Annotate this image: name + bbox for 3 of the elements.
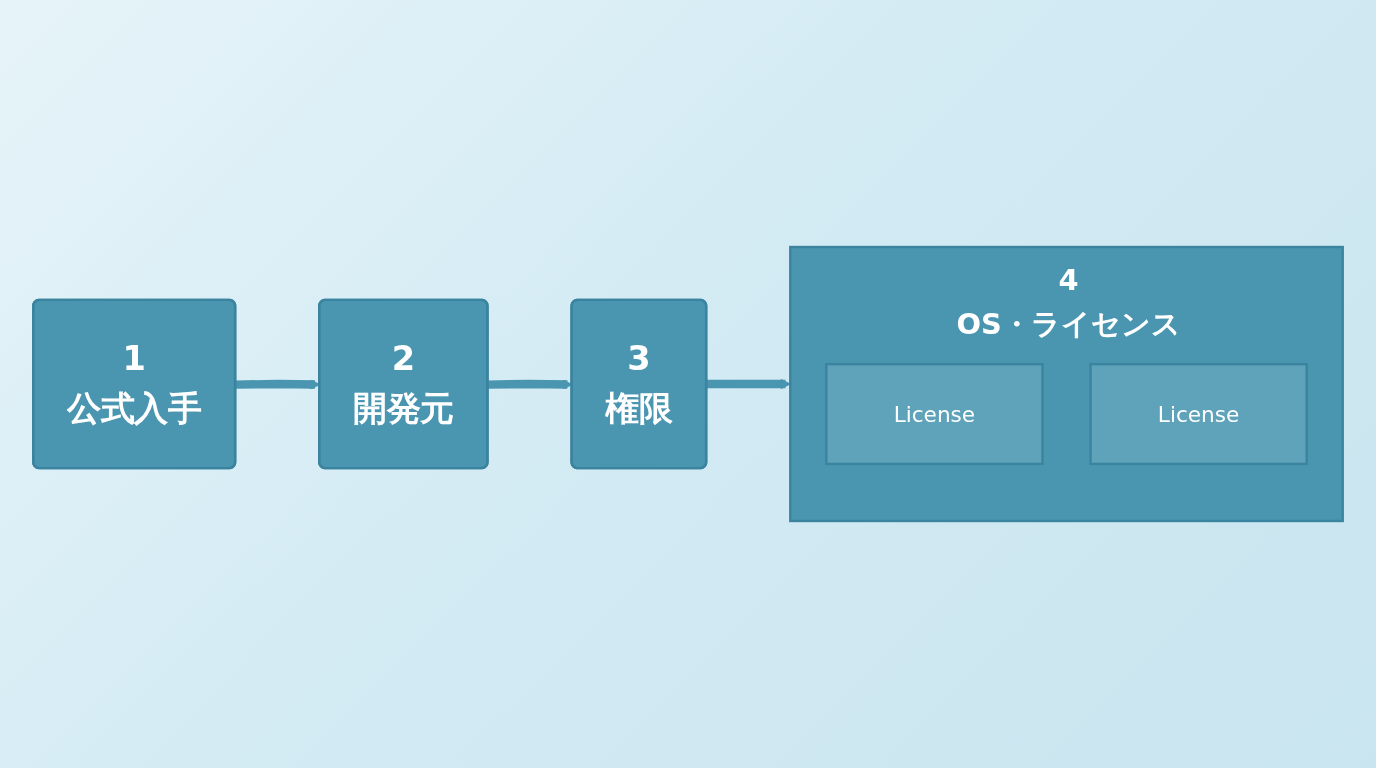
arrow — [706, 378, 791, 390]
node-box: License — [825, 362, 1044, 466]
node-box: License — [1089, 362, 1308, 466]
